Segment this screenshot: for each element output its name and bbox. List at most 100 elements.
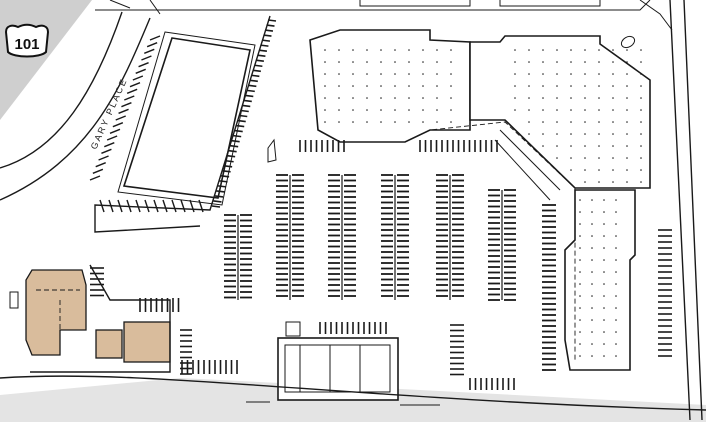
- landscape-island-oval: [620, 35, 636, 49]
- column-dot: [436, 73, 438, 75]
- column-dot: [542, 145, 544, 147]
- retail-building-south: [277, 337, 399, 401]
- column-dot: [338, 121, 340, 123]
- column-dot: [598, 145, 600, 147]
- column-dot: [640, 121, 642, 123]
- top-right-curb: [639, 0, 673, 31]
- highway-shield-label: 101: [14, 36, 39, 53]
- column-dot: [380, 85, 382, 87]
- anchor-store-center: [469, 35, 651, 189]
- column-dot: [603, 331, 605, 333]
- column-dot: [556, 97, 558, 99]
- column-dot: [352, 61, 354, 63]
- column-dot: [612, 49, 614, 51]
- column-dot: [528, 73, 530, 75]
- parking-aisle: [328, 174, 356, 300]
- column-dot: [366, 49, 368, 51]
- column-dot: [366, 97, 368, 99]
- column-dot: [598, 49, 600, 51]
- column-dot: [591, 235, 593, 237]
- column-dot: [366, 85, 368, 87]
- parking-stall-line: [95, 162, 106, 168]
- column-dot: [591, 319, 593, 321]
- column-dot: [450, 109, 452, 111]
- column-dot: [615, 331, 617, 333]
- parking-stall-line: [257, 54, 266, 57]
- column-dot: [556, 109, 558, 111]
- column-dot: [598, 85, 600, 87]
- parking-stall-line: [217, 185, 227, 188]
- column-dot: [591, 283, 593, 285]
- column-dot: [640, 145, 642, 147]
- anchor-store-east: [564, 189, 636, 371]
- column-dot: [640, 133, 642, 135]
- column-dot: [324, 85, 326, 87]
- column-dot: [584, 97, 586, 99]
- column-dot: [612, 145, 614, 147]
- column-dot: [603, 247, 605, 249]
- column-dot: [626, 157, 628, 159]
- column-dot: [338, 109, 340, 111]
- column-dot: [408, 109, 410, 111]
- highway-band: [0, 0, 92, 120]
- column-dot: [570, 157, 572, 159]
- parking-stall-line: [135, 199, 141, 213]
- column-dot: [591, 331, 593, 333]
- parking-garage-building: [122, 37, 251, 199]
- garage-access-curb: [94, 15, 271, 233]
- parking-stall-line: [132, 75, 144, 81]
- column-dot: [612, 157, 614, 159]
- column-dot: [603, 343, 605, 345]
- column-dot: [626, 85, 628, 87]
- column-dot: [615, 295, 617, 297]
- column-dot: [612, 97, 614, 99]
- column-dot: [380, 121, 382, 123]
- column-dot: [422, 73, 424, 75]
- column-dot: [338, 73, 340, 75]
- column-dot: [528, 49, 530, 51]
- mall-walkway-dashed: [317, 121, 576, 360]
- column-dot: [556, 133, 558, 135]
- column-dot: [542, 61, 544, 63]
- column-dot: [408, 97, 410, 99]
- parking-stall-line: [258, 49, 268, 52]
- column-dot: [556, 121, 558, 123]
- parking-stall-line: [246, 89, 255, 93]
- retail-building-south-bays: [284, 344, 391, 393]
- column-dot: [579, 283, 581, 285]
- column-dot: [615, 199, 617, 201]
- gary-place-curb-outer: [0, 11, 123, 169]
- column-dot: [579, 331, 581, 333]
- column-dot: [408, 49, 410, 51]
- landscape-island-small: [267, 138, 277, 163]
- parking-stall-line: [233, 134, 242, 138]
- column-dot: [612, 133, 614, 135]
- parking-stall-line: [261, 39, 271, 42]
- column-dot: [579, 247, 581, 249]
- column-dot: [584, 169, 586, 171]
- column-dot: [615, 307, 617, 309]
- column-dot: [542, 133, 544, 135]
- column-dot: [579, 271, 581, 273]
- column-dot: [338, 85, 340, 87]
- parking-stall-line: [260, 44, 269, 47]
- column-dot: [338, 97, 340, 99]
- parking-aisles: [90, 140, 672, 390]
- parking-stall-line: [263, 34, 272, 37]
- column-dot: [584, 181, 586, 183]
- parking-stall-line: [245, 94, 254, 98]
- column-dot: [591, 199, 593, 201]
- parking-stall-line: [141, 55, 152, 61]
- top-road-curbs: [359, 0, 601, 7]
- column-dot: [591, 223, 593, 225]
- column-dot: [570, 121, 572, 123]
- column-dot: [591, 295, 593, 297]
- column-dot: [603, 355, 605, 357]
- column-dot: [570, 85, 572, 87]
- parking-stall-line: [242, 104, 251, 108]
- column-dot: [556, 73, 558, 75]
- column-dot: [640, 169, 642, 171]
- parking-stall-line: [222, 170, 231, 173]
- parking-stall-line: [243, 99, 252, 103]
- column-dot: [570, 97, 572, 99]
